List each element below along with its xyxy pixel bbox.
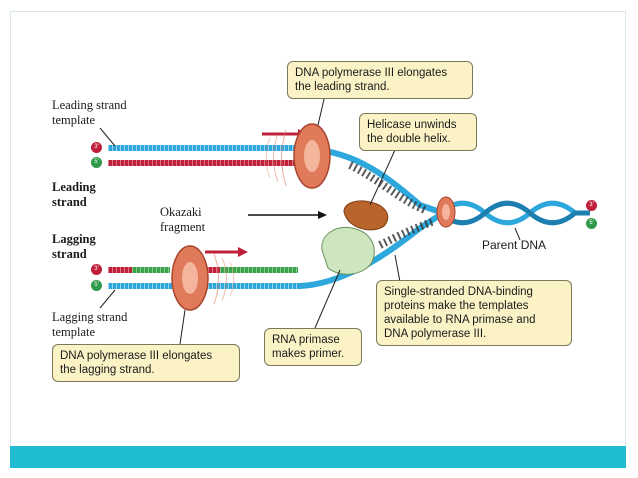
parent-helix-strand-a [438, 200, 590, 226]
polymerase-iii-lagging [171, 245, 235, 311]
leading-strand-template-label: Leading strand template [52, 98, 127, 127]
rna-primase [321, 226, 375, 275]
callout-ssb: Single-stranded DNA-binding proteins mak… [376, 280, 572, 346]
leader-pol3-lagging [179, 309, 186, 345]
okazaki-fragment-label: Okazaki fragment [160, 205, 206, 234]
polymerase-iii-leading [265, 123, 331, 189]
lagging-strand-template-label: Lagging strand template [52, 310, 128, 339]
leader-helicase [369, 149, 396, 206]
bottom-accent-bar [10, 446, 626, 468]
parent-dna-label: Parent DNA [482, 238, 547, 252]
parent-three-prime-marker: 3' [586, 200, 597, 211]
lagging-template-strand [108, 212, 442, 289]
leader-parent-dna [514, 227, 521, 241]
leader-ssb [394, 254, 401, 283]
lagging-arrow-head [238, 247, 248, 257]
leading-strand-label: Leading strand [52, 180, 96, 209]
callout-helicase: Helicase unwinds the double helix. [359, 113, 477, 151]
parent-five-prime-marker: 5' [586, 218, 597, 229]
ssb-proteins-upper [348, 161, 427, 214]
ssb-proteins-lower [378, 218, 434, 249]
callout-pol3-leading: DNA polymerase III elongates the leading… [287, 61, 473, 99]
lagging-template-five-prime-marker: 5' [91, 280, 102, 291]
leading-strand-five-prime-marker: 5' [91, 157, 102, 168]
leader-lagging-template [99, 289, 116, 309]
leader-leading-template [99, 127, 116, 147]
parent-helix-strand-b [438, 200, 590, 226]
fork-ring-protein [436, 196, 456, 228]
lagging-strand-three-prime-marker: 3' [91, 264, 102, 275]
callout-pol3-lagging: DNA polymerase III elongates the lagging… [52, 344, 240, 382]
okazaki-pointer-head [318, 211, 327, 219]
leader-pol3-leading [317, 94, 326, 126]
leader-primase [314, 269, 341, 329]
lagging-strand-label: Lagging strand [52, 232, 96, 261]
leading-template-three-prime-marker: 3' [91, 142, 102, 153]
callout-rna-primase: RNA primase makes primer. [264, 328, 362, 366]
helicase [343, 200, 389, 231]
